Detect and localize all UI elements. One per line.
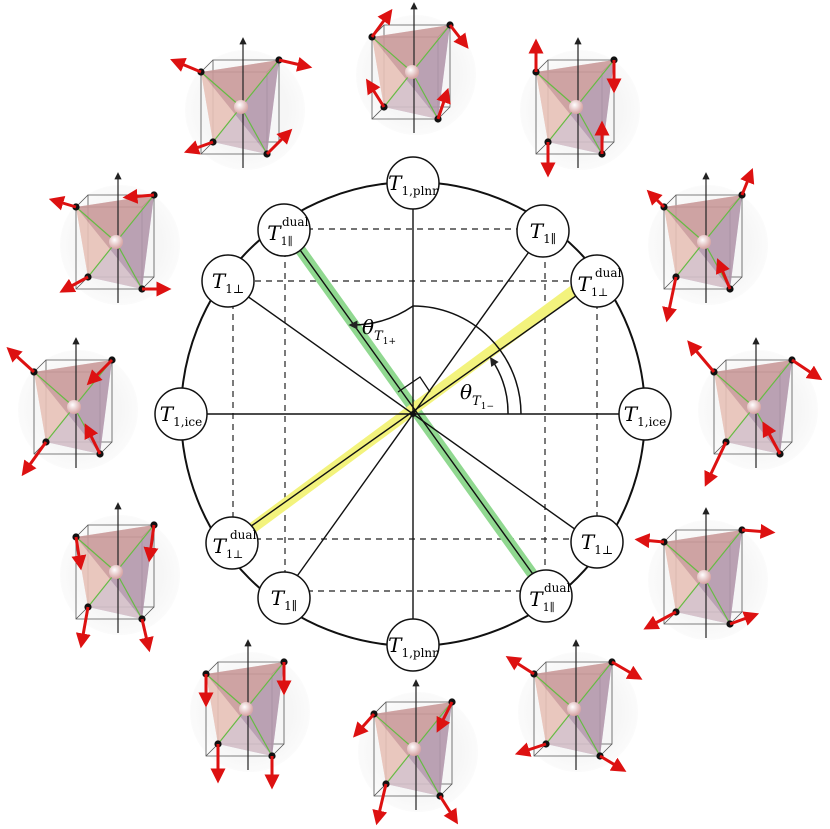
tetrahedron-spin-icon bbox=[170, 40, 313, 170]
right-angle-marker bbox=[397, 376, 431, 393]
svg-text:T1,ice: T1,ice bbox=[160, 402, 202, 429]
svg-text:T1∥: T1∥ bbox=[271, 586, 298, 613]
center-point bbox=[410, 411, 416, 417]
yellow-highlight-line bbox=[243, 277, 589, 537]
theta-minus-arc bbox=[490, 357, 509, 415]
central-circle-diagram: θT1+ θT1− bbox=[180, 181, 646, 647]
node-t1-perp-dual-lower-left: T1⊥ dual bbox=[205, 516, 259, 570]
tetrahedron-spin-icon bbox=[520, 38, 640, 178]
svg-text:T1,plnr: T1,plnr bbox=[388, 633, 438, 660]
tetrahedron-spin-icon bbox=[687, 340, 823, 487]
tetrahedron-spin-icon bbox=[356, 5, 476, 135]
theta-plus-label: θT1+ bbox=[362, 315, 396, 347]
svg-text:T1,plnr: T1,plnr bbox=[388, 171, 438, 198]
svg-text:dual: dual bbox=[282, 215, 309, 229]
svg-text:T1,ice: T1,ice bbox=[624, 402, 666, 429]
tetrahedron-spin-icon bbox=[634, 510, 776, 640]
node-t1-plnr-bottom: T1,plnr bbox=[386, 618, 440, 672]
svg-text:T1⊥: T1⊥ bbox=[578, 272, 609, 299]
svg-text:dual: dual bbox=[230, 528, 257, 542]
node-t1-perp-lower-right: T1⊥ bbox=[570, 515, 624, 569]
theta-minus-label: θT1− bbox=[460, 380, 494, 412]
node-t1-parallel-lower-left: T1∥ bbox=[257, 571, 311, 625]
tetrahedron-spin-icon bbox=[505, 642, 643, 772]
tetrahedron-spin-icon bbox=[646, 168, 768, 323]
svg-text:dual: dual bbox=[544, 581, 571, 595]
tetrahedron-spin-icon bbox=[353, 682, 478, 826]
svg-text:T1∥: T1∥ bbox=[530, 219, 557, 246]
node-t1-parallel-upper-right: T1∥ bbox=[516, 204, 570, 258]
diameter-dual-perp bbox=[232, 280, 598, 540]
tetrahedron-spin-icon bbox=[6, 340, 138, 477]
node-t1-parallel-dual-upper-left: T1∥ dual bbox=[257, 203, 311, 257]
tetrahedron-spin-icon bbox=[48, 175, 180, 305]
tetrahedron-spin-icon bbox=[190, 642, 310, 790]
svg-text:T1∥: T1∥ bbox=[529, 587, 554, 614]
svg-text:T1⊥: T1⊥ bbox=[212, 269, 244, 296]
node-t1-parallel-dual-lower-right: T1∥ dual bbox=[519, 569, 573, 623]
spin-configuration-ring bbox=[6, 5, 823, 826]
svg-text:T1∥: T1∥ bbox=[267, 221, 292, 248]
node-t1-perp-upper-left: T1⊥ bbox=[201, 254, 255, 308]
svg-text:T1⊥: T1⊥ bbox=[213, 534, 244, 561]
node-t1-plnr-top: T1,plnr bbox=[386, 156, 440, 210]
node-t1-perp-dual-upper-right: T1⊥ dual bbox=[570, 254, 624, 308]
tetrahedron-spin-icon bbox=[60, 505, 180, 653]
theta-plus-arc bbox=[348, 305, 414, 330]
node-t1-ice-right: T1,ice bbox=[618, 387, 672, 441]
svg-text:dual: dual bbox=[595, 266, 622, 280]
node-t1-ice-left: T1,ice bbox=[154, 387, 208, 441]
svg-text:T1⊥: T1⊥ bbox=[581, 530, 613, 557]
phase-nodes: T1,plnr T1∥ T1⊥ dual T1,ice T1⊥ T1∥ dual bbox=[154, 156, 672, 672]
theta-plus-arc-tail bbox=[412, 305, 522, 415]
